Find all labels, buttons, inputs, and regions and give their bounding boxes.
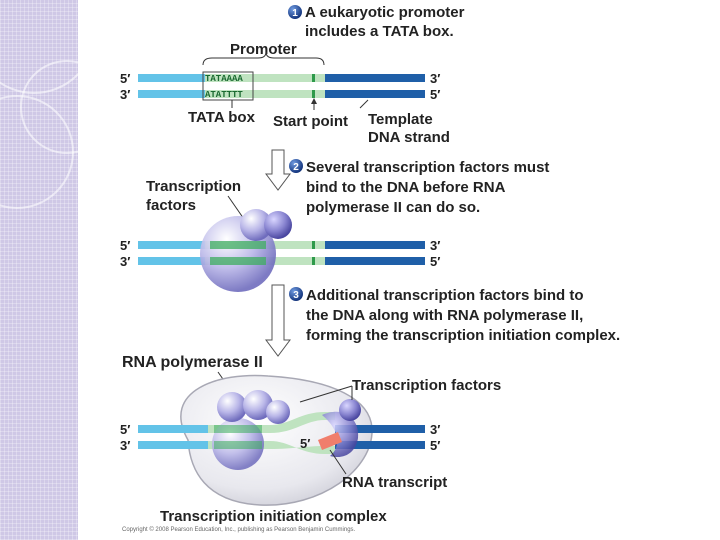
five-prime-label: 5′: [430, 438, 440, 453]
tata-box-label: TATA box: [188, 109, 256, 126]
step-3-badge: 3: [289, 287, 303, 301]
copyright-notice: Copyright © 2008 Pearson Education, Inc.…: [122, 527, 356, 533]
three-prime-label: 3′: [120, 87, 130, 102]
step-2-badge: 2: [289, 159, 303, 173]
transcription-factor-proteins: [200, 209, 292, 292]
decorative-sidebar: [0, 0, 78, 540]
five-prime-label: 5′: [430, 87, 440, 102]
step-1-badge: 1: [288, 5, 302, 19]
dna-duplex-2: [138, 241, 425, 265]
tata-sequence-top: TATAAAA: [205, 74, 243, 84]
three-prime-label: 3′: [430, 238, 440, 253]
step-2-text-line: polymerase II can do so.: [306, 199, 480, 216]
tata-sequence-bottom: ATATTTT: [205, 90, 243, 100]
transcription-factors-label: factors: [146, 197, 196, 214]
initiation-complex-label: Transcription initiation complex: [160, 508, 387, 525]
five-prime-label: 5′: [120, 422, 130, 437]
factors-leader-line: [299, 385, 353, 403]
step-3-text-line: forming the transcription initiation com…: [306, 327, 620, 344]
step-1-text-line: includes a TATA box.: [305, 23, 454, 40]
five-prime-label: 5′: [120, 71, 130, 86]
step-2-text-line: bind to the DNA before RNA: [306, 179, 506, 196]
svg-text:2: 2: [293, 162, 299, 173]
rna-transcript-label: RNA transcript: [342, 474, 447, 491]
transcription-factors-label: Transcription factors: [352, 377, 501, 394]
three-prime-label: 3′: [120, 254, 130, 269]
rna-five-prime-label: 5′: [300, 436, 310, 451]
three-prime-label: 3′: [430, 71, 440, 86]
template-strand-label: DNA strand: [368, 129, 450, 146]
arrowhead-icon: [311, 98, 317, 104]
promoter-bracket: [202, 51, 325, 66]
initiation-complex: [138, 374, 425, 506]
step-3-text-line: Additional transcription factors bind to: [306, 287, 584, 304]
dna-duplex-1: [138, 71, 425, 101]
three-prime-label: 3′: [430, 422, 440, 437]
template-strand-label: Template: [368, 111, 433, 128]
start-point-label: Start point: [273, 113, 348, 130]
three-prime-label: 3′: [120, 438, 130, 453]
template-leader-line: [359, 99, 369, 109]
step-1-text-line: A eukaryotic promoter: [305, 4, 465, 21]
svg-text:1: 1: [292, 8, 298, 19]
transcription-factors-label: Transcription: [146, 178, 241, 195]
down-arrow-icon: [265, 284, 291, 357]
rna-leader-line: [329, 449, 347, 475]
svg-text:3: 3: [293, 290, 299, 301]
step-3-text-line: the DNA along with RNA polymerase II,: [306, 307, 583, 324]
rna-polymerase-label: RNA polymerase II: [122, 354, 263, 371]
down-arrow-icon: [265, 149, 291, 191]
step-2-text-line: Several transcription factors must: [306, 159, 549, 176]
five-prime-label: 5′: [430, 254, 440, 269]
five-prime-label: 5′: [120, 238, 130, 253]
promoter-label: Promoter: [230, 41, 297, 58]
